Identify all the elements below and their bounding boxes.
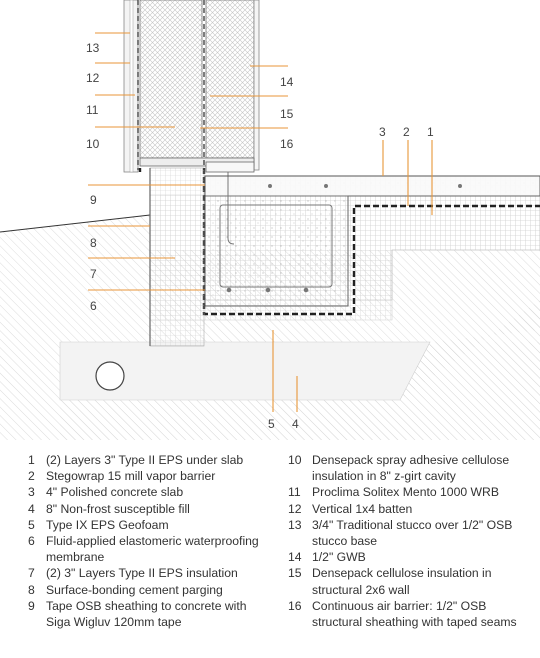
legend-text: Densepack spray adhesive cellulose insul… [312, 453, 510, 484]
callout-7: 7 [90, 267, 97, 281]
legend-item: 1 (2) Layers 3" Type II EPS under slab [28, 452, 268, 468]
legend-text: 4" Polished concrete slab [46, 485, 184, 500]
legend-text: (2) 3" Layers Type II EPS insulation [46, 566, 238, 581]
callout-15: 15 [280, 107, 294, 121]
legend-number: 13 [288, 517, 302, 532]
wall-assembly [123, 0, 260, 173]
callout-5: 5 [268, 417, 275, 431]
legend-number: 9 [28, 598, 35, 613]
callout-13: 13 [86, 41, 100, 55]
legend-text: Continuous air barrier: 1/2" OSB structu… [312, 598, 517, 630]
legend-item: 4 8" Non-frost susceptible fill [28, 501, 268, 517]
legend-text: Fluid-applied elastomeric waterproofing … [46, 534, 259, 565]
legend-text: Type IX EPS Geofoam [46, 517, 169, 532]
callout-labels: 1 2 3 4 5 6 7 8 9 10 11 12 13 14 15 16 [86, 41, 434, 431]
legend-text: 1/2" GWB [312, 550, 366, 565]
exterior-eps-insulation [149, 167, 205, 347]
callout-16: 16 [280, 137, 294, 151]
legend-text: 8" Non-frost susceptible fill [46, 501, 190, 516]
legend-item: 12 Vertical 1x4 batten [288, 501, 528, 517]
legend-text: Surface-bonding cement parging [46, 582, 223, 597]
legend-item: 10 Densepack spray adhesive cellulose ins… [288, 452, 528, 484]
rebar [219, 160, 462, 293]
drain-pipe [95, 361, 125, 391]
legend-text: Tape OSB sheathing to concrete with Siga… [46, 598, 247, 630]
legend-number: 16 [288, 598, 302, 613]
legend-text: Stegowrap 15 mill vapor barrier [46, 469, 216, 484]
callout-3: 3 [379, 125, 386, 139]
callout-2: 2 [403, 125, 410, 139]
concrete-slab-fill [204, 175, 540, 197]
legend-item: 13 3/4" Traditional stucco over 1/2" OSB … [288, 517, 528, 549]
leader-lines [88, 32, 433, 412]
legend-number: 15 [288, 566, 302, 581]
legend-item: 8 Surface-bonding cement parging [28, 582, 268, 598]
legend-number: 11 [288, 485, 301, 500]
wall-slab-section-detail: 1 2 3 4 5 6 7 8 9 10 11 12 13 14 15 16 [0, 0, 540, 440]
callout-11: 11 [86, 103, 99, 117]
legend-item: 7 (2) 3" Layers Type II EPS insulation [28, 565, 268, 581]
legend-item: 2 Stegowrap 15 mill vapor barrier [28, 468, 268, 484]
callout-8: 8 [90, 236, 97, 250]
legend-number: 10 [288, 453, 302, 467]
legend-number: 3 [28, 485, 35, 500]
legend-item: 5 Type IX EPS Geofoam [28, 517, 268, 533]
fill-soil [0, 214, 540, 440]
legend-item: 9 Tape OSB sheathing to concrete with Sig… [28, 598, 268, 630]
legend-column-right: 10 Densepack spray adhesive cellulose ins… [288, 452, 528, 630]
callout-6: 6 [90, 299, 97, 313]
legend-item: 3 4" Polished concrete slab [28, 484, 268, 500]
legend-number: 1 [28, 453, 35, 467]
legend-text: Proclima Solitex Mento 1000 WRB [312, 485, 499, 500]
waterproofing-membrane [138, 168, 540, 316]
legend-number: 4 [28, 501, 35, 516]
legend-number: 2 [28, 469, 35, 484]
legend-item: 14 1/2" GWB [288, 549, 528, 565]
legend-text: Vertical 1x4 batten [312, 501, 413, 516]
callout-14: 14 [280, 75, 294, 89]
grade-beam [206, 197, 347, 305]
callout-10: 10 [86, 137, 100, 151]
legend-text: 3/4" Traditional stucco over 1/2" OSB st… [312, 517, 513, 549]
legend-item: 16 Continuous air barrier: 1/2" OSB struc… [288, 598, 528, 630]
legend-number: 8 [28, 582, 35, 597]
legend-number: 12 [288, 501, 302, 516]
legend-number: 14 [288, 550, 302, 565]
legend-number: 5 [28, 517, 35, 532]
callout-1: 1 [427, 125, 434, 139]
callout-9: 9 [90, 193, 97, 207]
legend-text: Densepack cellulose insulation in struct… [312, 566, 492, 597]
legend-item: 11 Proclima Solitex Mento 1000 WRB [288, 484, 528, 500]
callout-4: 4 [292, 417, 299, 431]
legend-item: 6 Fluid-applied elastomeric waterproofing… [28, 533, 268, 565]
legend-item: 15 Densepack cellulose insulation in stru… [288, 565, 528, 597]
legend-number: 7 [28, 566, 35, 581]
legend-text: (2) Layers 3" Type II EPS under slab [46, 453, 244, 467]
legend-number: 6 [28, 534, 35, 549]
callout-12: 12 [86, 71, 100, 85]
